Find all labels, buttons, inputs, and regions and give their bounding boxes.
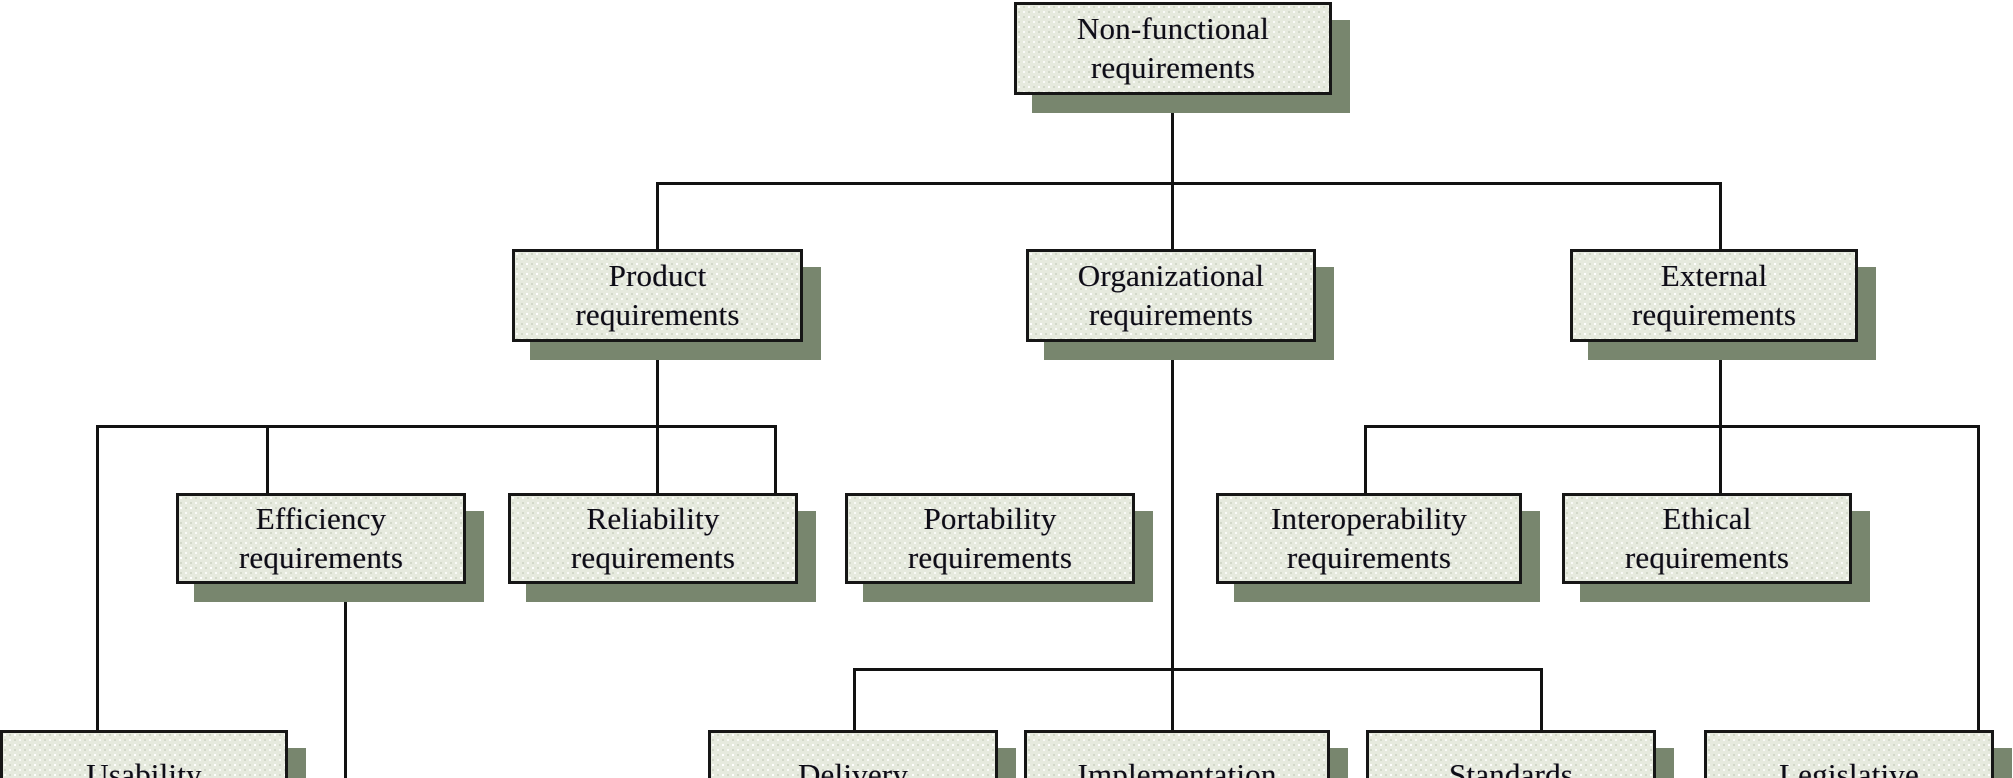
node-label: Ethical requirements <box>1624 500 1790 575</box>
edge-organizational-stem <box>1171 342 1174 672</box>
node-root[interactable]: Non-functional requirements <box>1014 2 1332 95</box>
edge-organizational-to-delivery <box>853 668 856 734</box>
edge-root-to-organizational <box>1171 182 1174 252</box>
edge-external-stem <box>1719 342 1722 428</box>
node-label: Legislative <box>1779 757 1919 778</box>
node-ethical[interactable]: Ethical requirements <box>1562 493 1852 584</box>
edge-root-stem <box>1171 95 1174 184</box>
node-product[interactable]: Product requirements <box>512 249 803 342</box>
node-label: Organizational requirements <box>1077 257 1265 332</box>
node-standards[interactable]: Standards <box>1366 730 1656 778</box>
edge-external-to-ethical <box>1719 425 1722 496</box>
edge-external-to-legislative <box>1977 425 1980 733</box>
node-external[interactable]: External requirements <box>1570 249 1858 342</box>
edge-product-to-portability <box>774 425 777 496</box>
node-delivery[interactable]: Delivery <box>708 730 998 778</box>
edge-product-to-efficiency <box>266 425 269 496</box>
edge-organizational-to-standards <box>1540 668 1543 734</box>
node-label: Non-functional requirements <box>1076 10 1270 85</box>
node-label: Standards <box>1448 757 1574 778</box>
edge-external-bus <box>1364 425 1980 428</box>
node-implementation[interactable]: Implementation <box>1024 730 1330 778</box>
node-label: Reliability requirements <box>570 500 736 575</box>
edge-root-to-external <box>1719 182 1722 252</box>
node-legislative[interactable]: Legislative <box>1704 730 1994 778</box>
node-reliability[interactable]: Reliability requirements <box>508 493 798 584</box>
node-label: External requirements <box>1631 257 1797 332</box>
edge-product-bus <box>96 425 777 428</box>
edge-organizational-to-implementation <box>1171 668 1174 734</box>
node-label: Product requirements <box>575 257 740 332</box>
edge-root-to-product <box>656 182 659 252</box>
node-label: Implementation <box>1077 757 1277 778</box>
node-efficiency[interactable]: Efficiency requirements <box>176 493 466 584</box>
node-label: Delivery <box>797 757 909 778</box>
node-label: Interoperability requirements <box>1270 500 1467 575</box>
edge-root-bus <box>656 182 1722 185</box>
edge-product-to-reliability <box>656 425 659 496</box>
edge-efficiency-tail <box>344 584 347 778</box>
node-portability[interactable]: Portability requirements <box>845 493 1135 584</box>
edge-product-to-usability <box>96 425 99 733</box>
node-usability[interactable]: Usability <box>0 730 288 778</box>
node-label: Portability requirements <box>907 500 1073 575</box>
node-label: Usability <box>86 757 202 778</box>
node-label: Efficiency requirements <box>238 500 404 575</box>
node-organizational[interactable]: Organizational requirements <box>1026 249 1316 342</box>
edge-product-stem <box>656 342 659 428</box>
edge-organizational-bus <box>853 668 1543 671</box>
edge-external-to-interoperability <box>1364 425 1367 496</box>
node-interoperability[interactable]: Interoperability requirements <box>1216 493 1522 584</box>
